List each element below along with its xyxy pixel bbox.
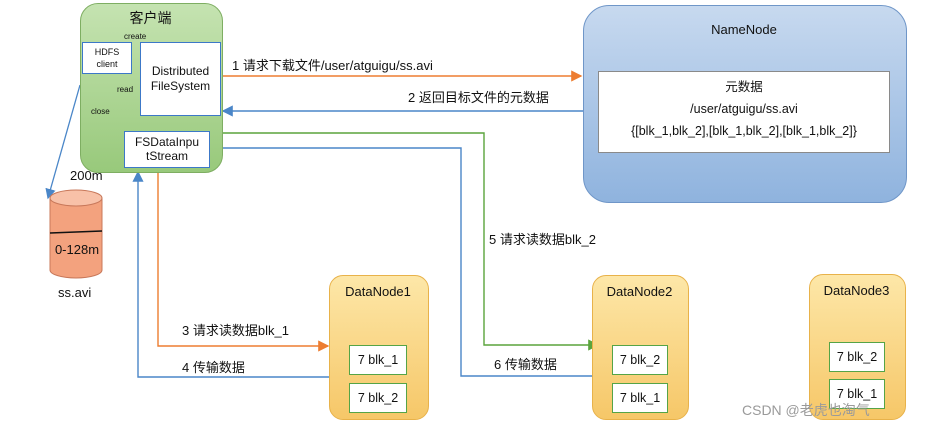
datanode1-title: DataNode1 <box>345 284 411 299</box>
step6-label: 6 传输数据 <box>494 357 557 372</box>
datanode2-block-2: 7 blk_1 <box>612 383 668 413</box>
step4-label: 4 传输数据 <box>182 360 245 375</box>
step5-label: 5 请求读数据blk_2 <box>489 232 596 247</box>
watermark: CSDN @老虎也淘气 <box>742 402 870 418</box>
namenode-title: NameNode <box>711 22 777 37</box>
metadata-blocks: {[blk_1,blk_2],[blk_1,blk_2],[blk_1,blk_… <box>631 124 857 138</box>
fsdatainputstream-box: FSDataInpu tStream <box>124 131 210 168</box>
local-file-cylinder <box>49 189 103 279</box>
distributed-filesystem-box: Distributed FileSystem <box>140 42 221 116</box>
hdfs-client-box: HDFS client <box>82 42 132 74</box>
step3-label: 3 请求读数据blk_1 <box>182 323 289 338</box>
hdfs-client-label-line2: client <box>96 59 118 69</box>
step2-label: 2 返回目标文件的元数据 <box>408 90 549 105</box>
close-label: close <box>91 107 110 116</box>
datanode2-block-1: 7 blk_2 <box>612 345 668 375</box>
dfs-label-line1: Distributed <box>151 64 210 78</box>
fsd-label-line2: tStream <box>145 149 188 163</box>
metadata-box: 元数据 /user/atguigu/ss.avi {[blk_1,blk_2],… <box>598 71 890 153</box>
metadata-path: /user/atguigu/ss.avi <box>690 102 798 116</box>
datanode2-title: DataNode2 <box>606 284 673 299</box>
metadata-title: 元数据 <box>725 80 763 94</box>
datanode1-block-2: 7 blk_2 <box>349 383 407 413</box>
datanode3-title: DataNode3 <box>823 283 890 298</box>
datanode1-block-1: 7 blk_1 <box>349 345 407 375</box>
local-filename: ss.avi <box>58 285 92 300</box>
client-title: 客户端 <box>129 10 172 26</box>
size-label: 200m <box>70 168 103 183</box>
dfs-label-line2: FileSystem <box>150 79 211 93</box>
step1-label: 1 请求下载文件/user/atguigu/ss.avi <box>232 58 433 73</box>
range-label: 0-128m <box>54 242 100 257</box>
datanode3-block-2: 7 blk_1 <box>829 379 885 409</box>
read-label: read <box>117 85 134 94</box>
fsd-label-line1: FSDataInpu <box>134 135 200 149</box>
step4-arrow <box>132 170 329 378</box>
hdfs-client-label-line1: HDFS <box>94 47 120 57</box>
datanode3-block-1: 7 blk_2 <box>829 342 885 372</box>
create-label: create <box>124 32 147 41</box>
